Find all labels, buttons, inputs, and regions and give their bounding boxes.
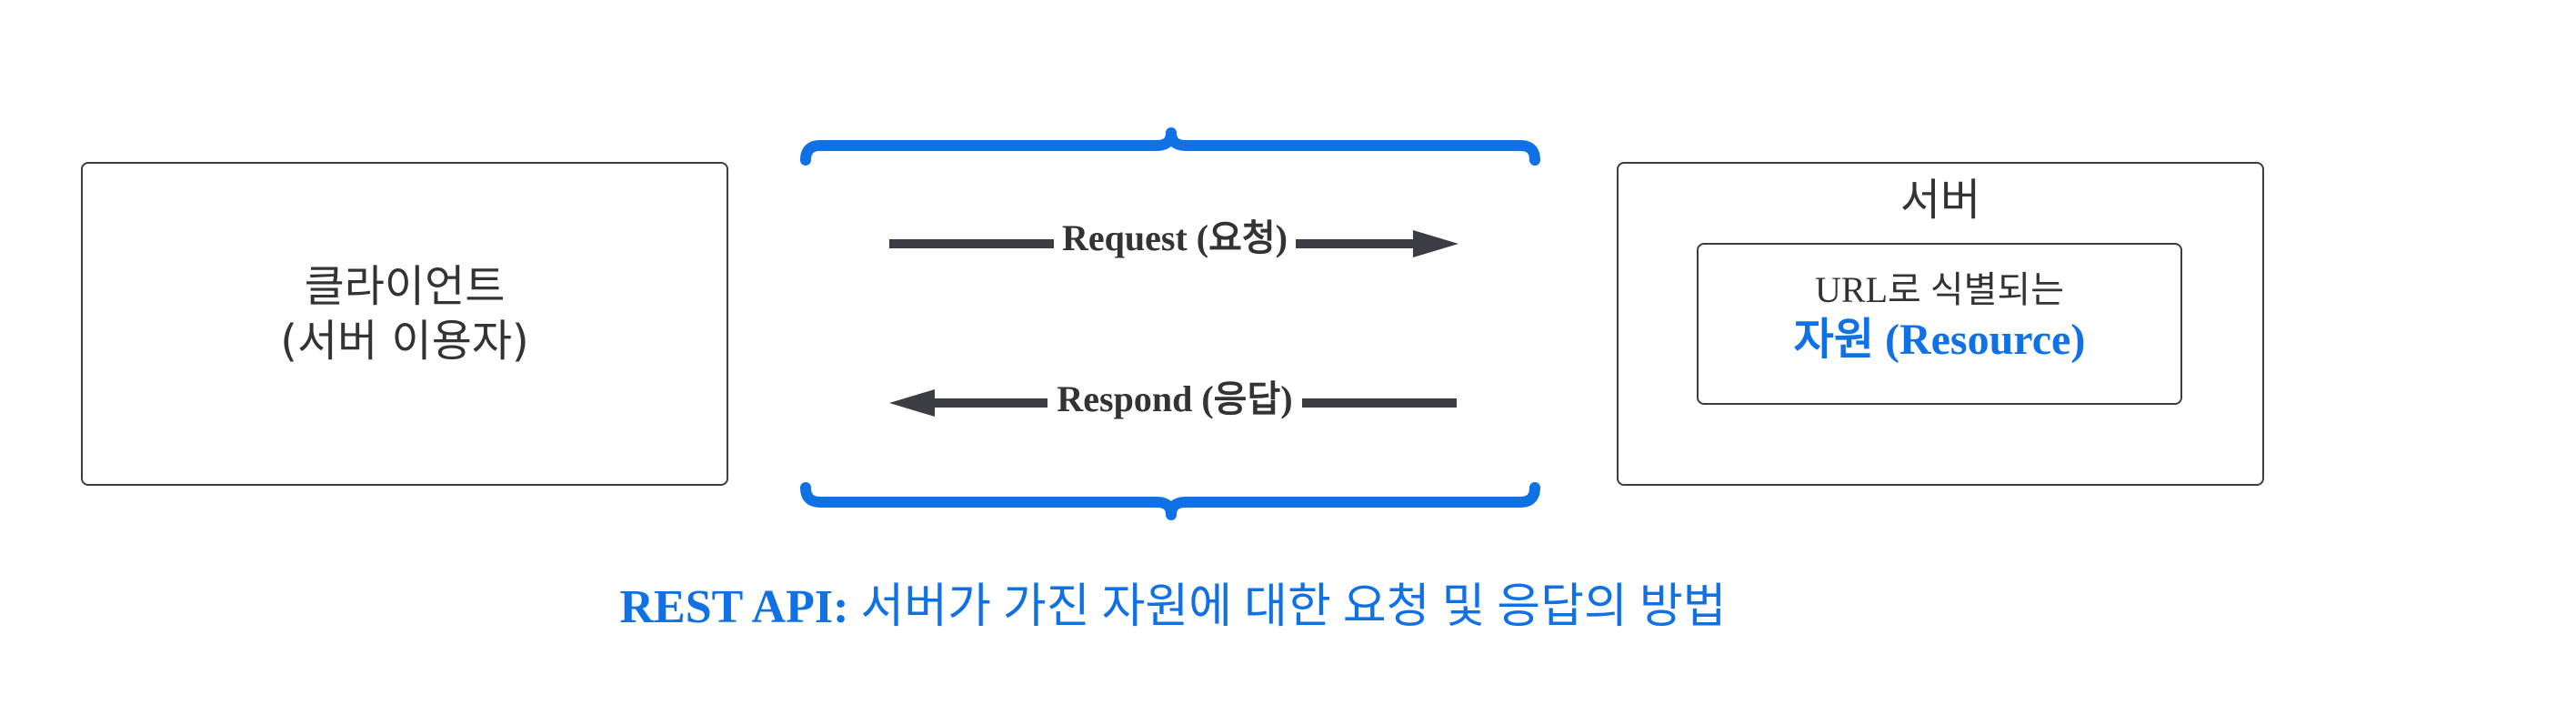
client-label-line1: 클라이언트 — [304, 261, 506, 312]
server-title: 서버 — [1899, 175, 1981, 226]
bottom-brace — [800, 482, 1540, 520]
resource-box — [1697, 243, 2182, 405]
caption-text: 서버가 가진 자원에 대한 요청 및 응답의 방법 — [848, 581, 1727, 633]
caption-bold: REST API: — [619, 581, 849, 633]
caption: REST API: 서버가 가진 자원에 대한 요청 및 응답의 방법 — [0, 579, 2346, 637]
top-brace — [800, 127, 1540, 166]
request-label: Request (요청) — [1054, 216, 1296, 260]
client-box — [81, 162, 728, 486]
resource-description: URL로 식별되는 — [1815, 269, 2064, 310]
respond-arrow-head — [889, 389, 935, 417]
request-arrow-head — [1413, 230, 1458, 257]
client-label: 클라이언트 (서버 이용자) — [81, 259, 728, 368]
respond-label: Respond (응답) — [1047, 378, 1302, 421]
client-label-line2: (서버 이용자) — [280, 316, 529, 367]
resource-title: 자원 (Resource) — [1793, 316, 2086, 364]
